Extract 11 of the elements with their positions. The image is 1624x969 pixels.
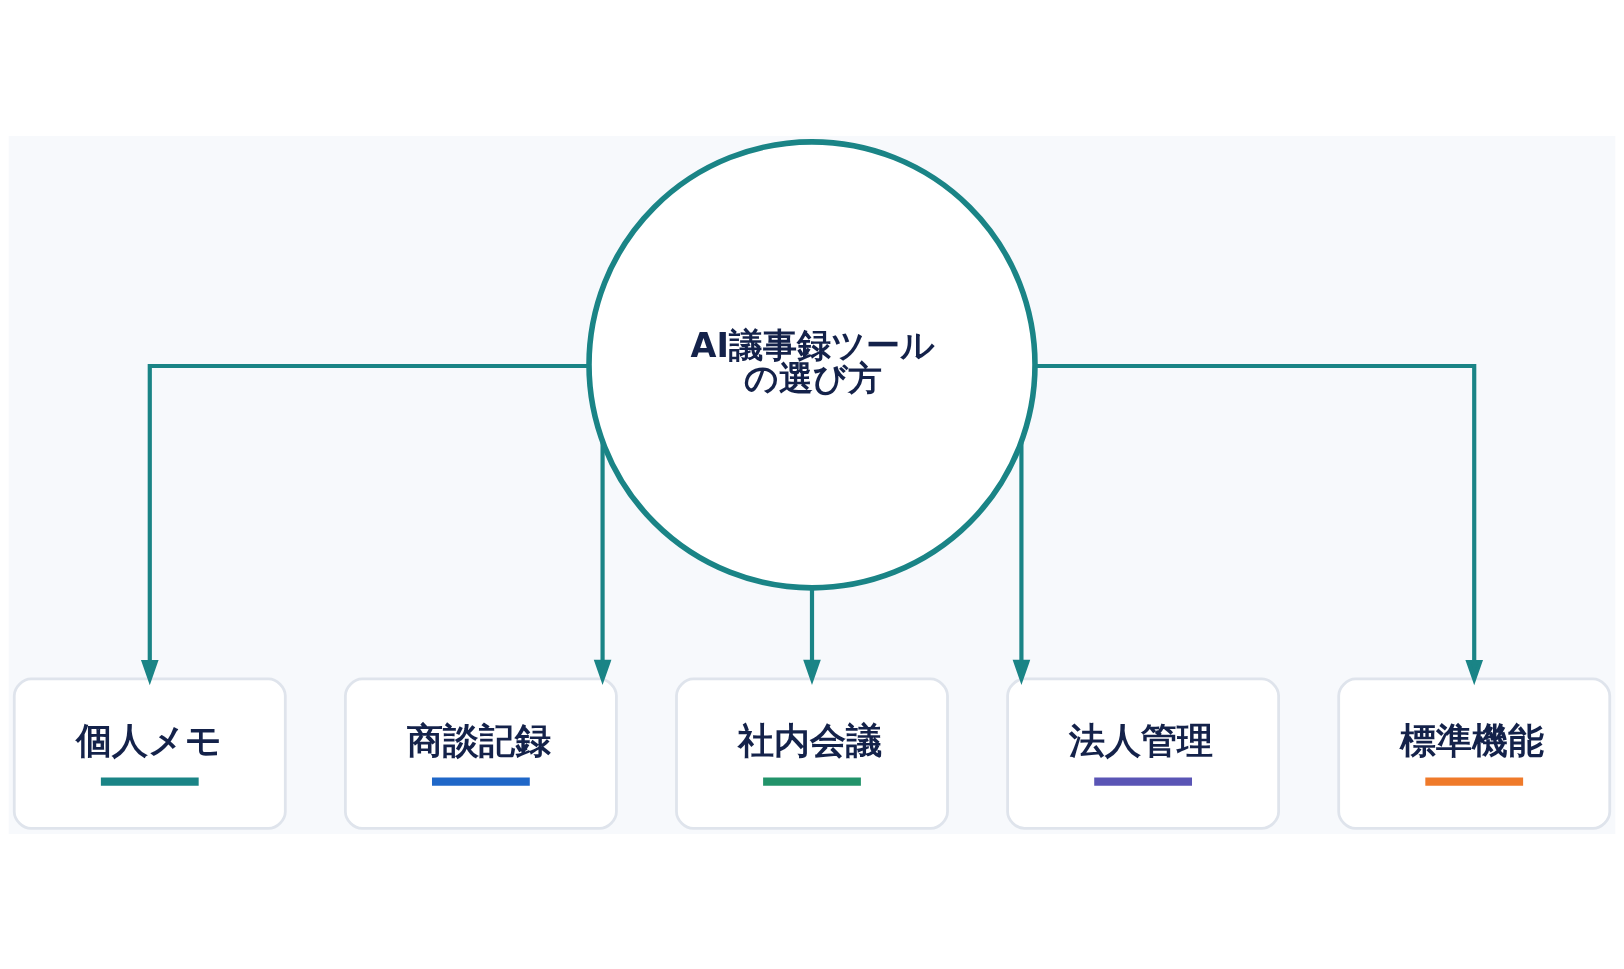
node-box: 個人メモ: [12, 677, 287, 830]
node-box: 標準機能: [1337, 677, 1612, 830]
arrow: [1012, 442, 1031, 685]
node-box: 社内会議: [675, 677, 949, 830]
arrow: [593, 442, 612, 685]
arrow: [1035, 363, 1484, 685]
arrow: [803, 587, 821, 685]
node-box: 商談記録: [343, 677, 618, 830]
node-circle: AI議事録ツールの選び方: [586, 138, 1038, 591]
node-box: 法人管理: [1006, 677, 1281, 830]
arrow: [140, 363, 589, 685]
